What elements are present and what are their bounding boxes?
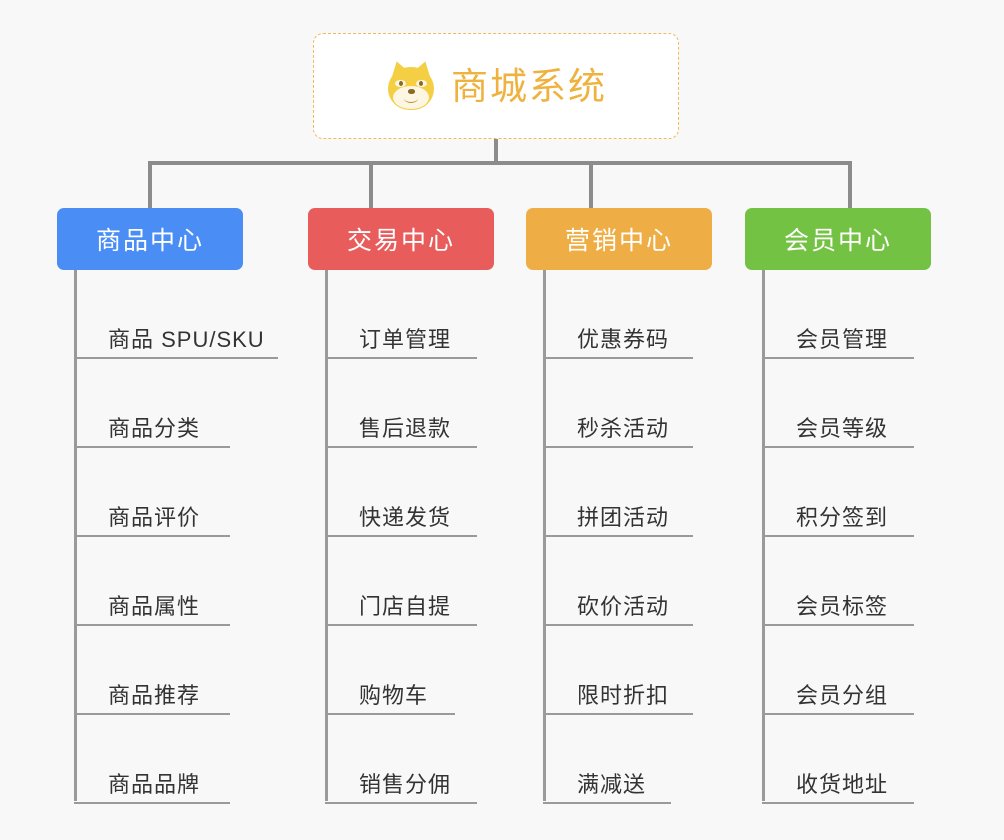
connector-branch-drop-3 <box>589 161 593 209</box>
leaf-item-label: 积分签到 <box>796 504 889 530</box>
root-node-mall-system[interactable]: 商城系统 <box>313 33 679 139</box>
leaf-item[interactable]: 拼团活动 <box>543 448 693 537</box>
leaf-item[interactable]: 售后退款 <box>325 359 477 448</box>
leaf-item-label: 会员等级 <box>796 415 889 441</box>
branch-label: 会员中心 <box>783 227 892 255</box>
leaf-item[interactable]: 积分签到 <box>762 448 914 537</box>
leaf-item-label: 砍价活动 <box>577 593 670 619</box>
leaf-item[interactable]: 会员管理 <box>762 270 914 359</box>
leaf-item-label: 会员分组 <box>796 682 889 708</box>
leaf-item-label: 商品品牌 <box>108 771 201 797</box>
branch-node-2[interactable]: 交易中心 <box>308 208 494 270</box>
leaf-item-label: 购物车 <box>359 682 429 708</box>
branch-label: 交易中心 <box>346 227 455 255</box>
leaf-item[interactable]: 商品属性 <box>74 537 230 626</box>
leaf-item[interactable]: 砍价活动 <box>543 537 693 626</box>
leaf-item[interactable]: 购物车 <box>325 626 455 715</box>
leaf-item[interactable]: 会员标签 <box>762 537 914 626</box>
shiba-dog-icon <box>385 58 437 112</box>
leaf-item-label: 售后退款 <box>359 415 452 441</box>
leaf-item[interactable]: 商品评价 <box>74 448 230 537</box>
leaf-item[interactable]: 订单管理 <box>325 270 477 359</box>
leaf-item[interactable]: 门店自提 <box>325 537 477 626</box>
leaf-item[interactable]: 销售分佣 <box>325 715 477 804</box>
leaf-item-label: 快递发货 <box>359 504 452 530</box>
leaf-item[interactable]: 限时折扣 <box>543 626 693 715</box>
branch-node-3[interactable]: 营销中心 <box>526 208 712 270</box>
connector-branch-drop-2 <box>369 161 373 209</box>
leaf-item-label: 门店自提 <box>359 593 452 619</box>
leaf-item[interactable]: 会员分组 <box>762 626 914 715</box>
leaf-item-label: 收货地址 <box>796 771 889 797</box>
leaf-item-label: 商品推荐 <box>108 682 201 708</box>
leaf-item[interactable]: 快递发货 <box>325 448 477 537</box>
branch-label: 营销中心 <box>564 227 673 255</box>
leaf-item[interactable]: 满减送 <box>543 715 671 804</box>
branch-node-1[interactable]: 商品中心 <box>57 208 243 270</box>
leaf-item-label: 商品 SPU/SKU <box>108 326 265 352</box>
leaf-item-label: 会员标签 <box>796 593 889 619</box>
leaf-item-label: 会员管理 <box>796 326 889 352</box>
leaf-item[interactable]: 会员等级 <box>762 359 914 448</box>
leaf-item-label: 商品属性 <box>108 593 201 619</box>
connector-horizontal-bar <box>148 161 852 165</box>
leaf-item[interactable]: 商品品牌 <box>74 715 230 804</box>
leaf-item[interactable]: 收货地址 <box>762 715 914 804</box>
leaf-item-label: 限时折扣 <box>577 682 670 708</box>
leaf-item-label: 销售分佣 <box>359 771 452 797</box>
connector-root-vertical <box>494 139 498 164</box>
leaf-item[interactable]: 秒杀活动 <box>543 359 693 448</box>
branch-label: 商品中心 <box>95 227 204 255</box>
leaf-item-label: 拼团活动 <box>577 504 670 530</box>
leaf-item-label: 商品分类 <box>108 415 201 441</box>
leaf-item-label: 秒杀活动 <box>577 415 670 441</box>
leaf-item-label: 优惠券码 <box>577 326 670 352</box>
connector-branch-drop-4 <box>848 161 852 209</box>
leaf-item[interactable]: 商品推荐 <box>74 626 230 715</box>
leaf-item-label: 订单管理 <box>359 326 452 352</box>
connector-branch-drop-1 <box>148 161 152 209</box>
root-title: 商城系统 <box>451 65 607 107</box>
leaf-item[interactable]: 商品 SPU/SKU <box>74 270 278 359</box>
leaf-item-label: 商品评价 <box>108 504 201 530</box>
leaf-item[interactable]: 优惠券码 <box>543 270 693 359</box>
leaf-item-label: 满减送 <box>577 771 647 797</box>
leaf-item[interactable]: 商品分类 <box>74 359 230 448</box>
branch-node-4[interactable]: 会员中心 <box>745 208 931 270</box>
